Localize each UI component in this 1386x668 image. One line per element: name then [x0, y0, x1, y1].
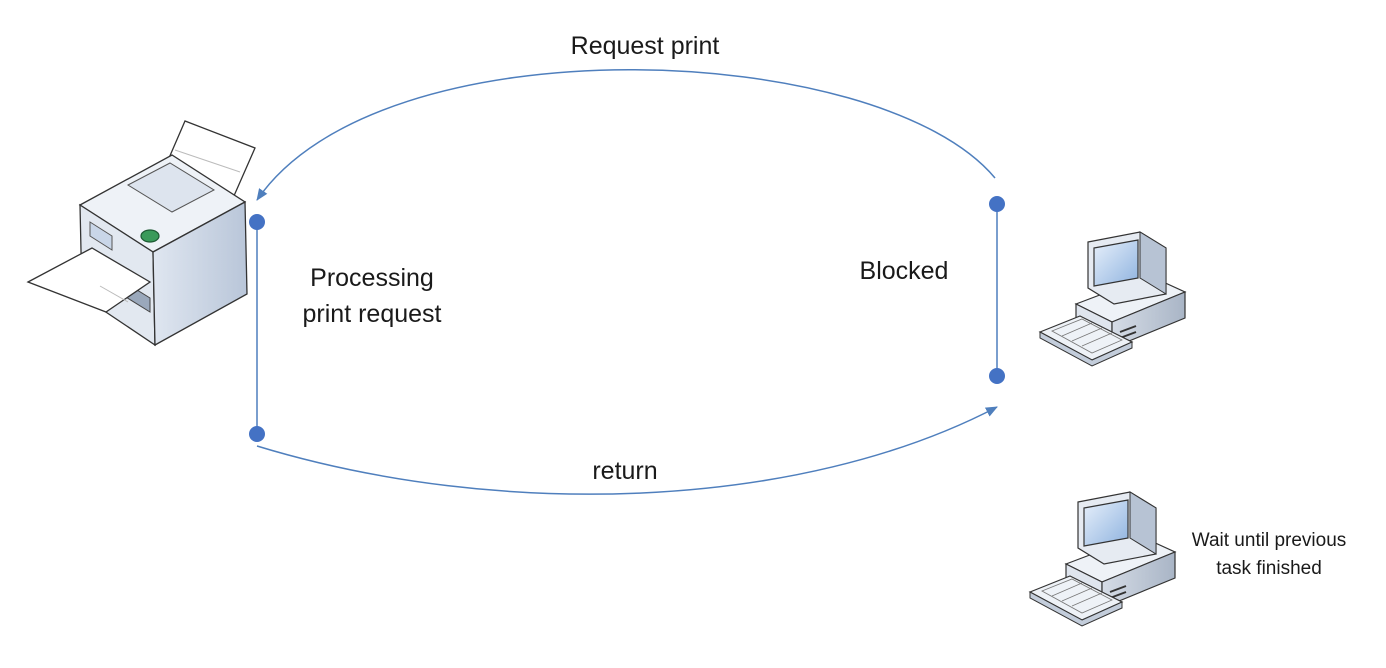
return-label: return	[592, 457, 657, 485]
request-print-arrow	[256, 69, 996, 201]
processing-start-dot	[249, 214, 265, 230]
wait-label-line1: Wait until previous	[1192, 530, 1347, 551]
processing-label-line1: Processing	[310, 264, 434, 292]
computer-icon	[1028, 491, 1177, 627]
computer-icon	[1038, 231, 1187, 367]
blocked-label: Blocked	[860, 257, 949, 285]
processing-label-line2: print request	[303, 300, 442, 328]
processing-end-dot	[249, 426, 265, 442]
printer-icon	[26, 120, 256, 347]
blocked-start-dot	[989, 196, 1005, 212]
request-print-label: Request print	[571, 32, 720, 60]
return-arrow	[256, 406, 998, 495]
wait-label-line2: task finished	[1216, 558, 1322, 579]
blocked-end-dot	[989, 368, 1005, 384]
